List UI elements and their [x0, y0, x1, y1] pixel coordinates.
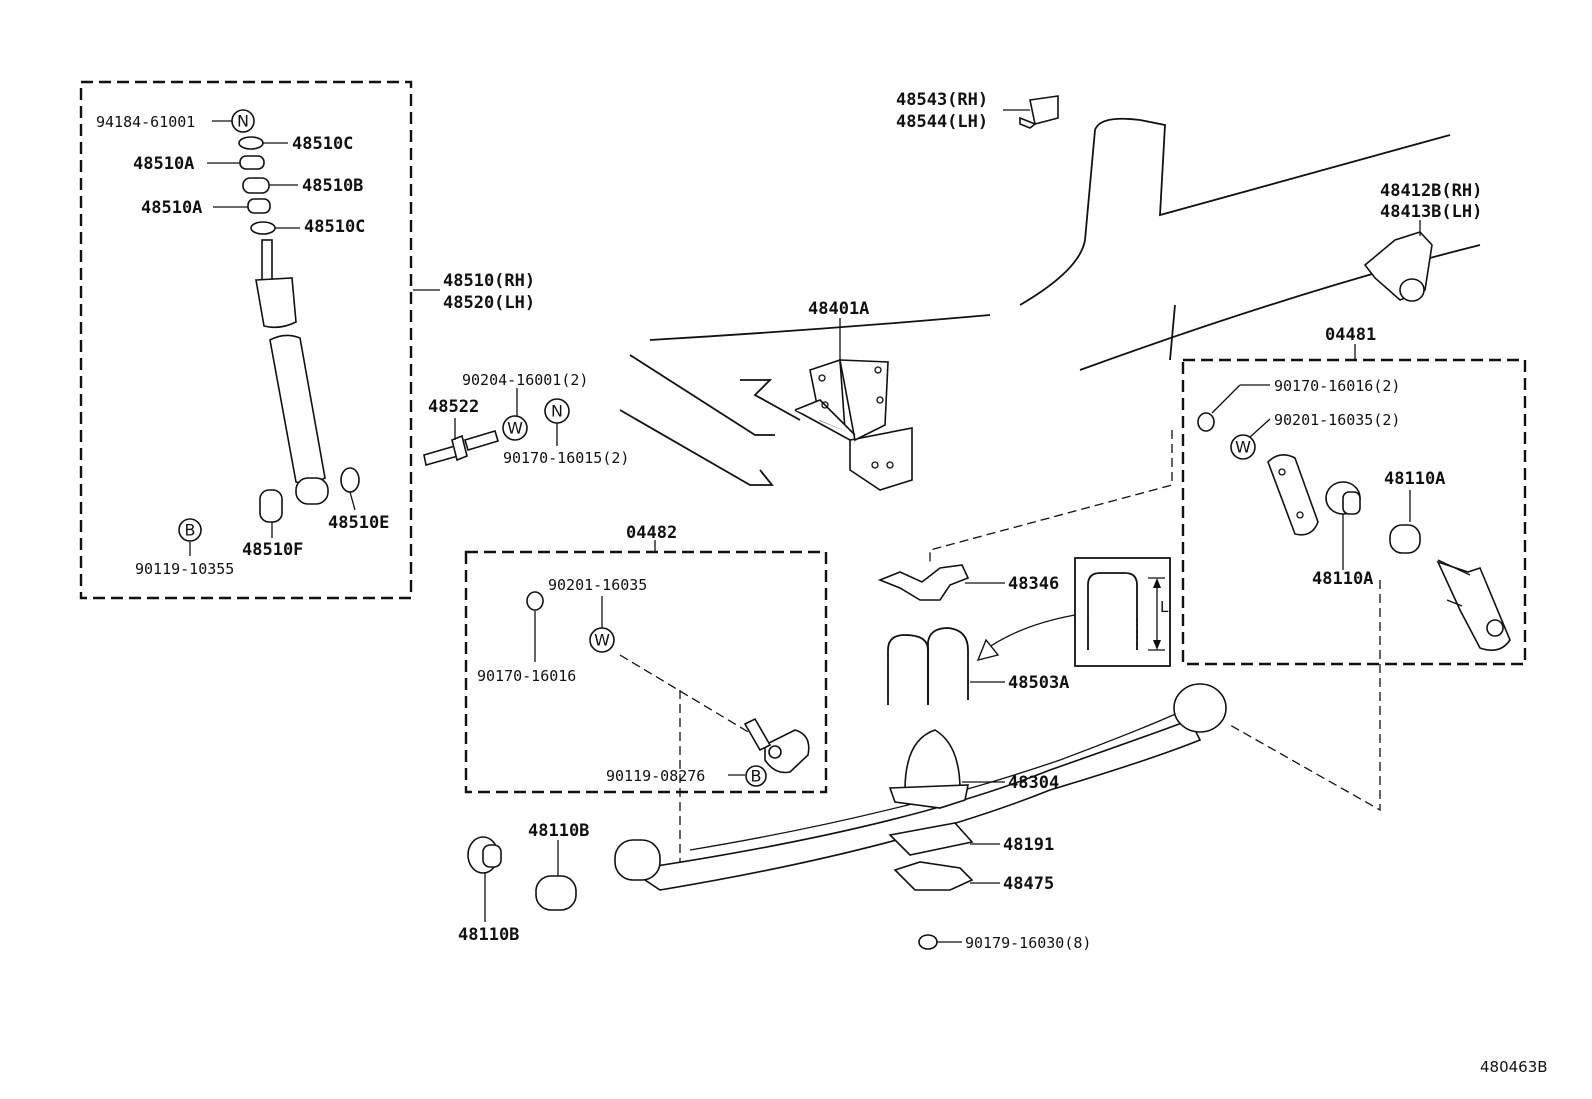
cushion-48510a-2	[247, 198, 271, 214]
label-48110b-2: 48110B	[528, 821, 589, 841]
label-90170-16015: 90170-16015(2)	[503, 449, 629, 467]
spacer-48191	[888, 822, 974, 856]
insulator-48475	[893, 861, 974, 891]
shackle-pin-plate	[743, 717, 810, 774]
bracket-48543	[1019, 95, 1059, 129]
bolt-48522	[423, 430, 499, 467]
symbol-w-1: W	[507, 419, 523, 438]
label-48401a: 48401A	[808, 299, 869, 319]
dimension-l: L	[1160, 598, 1169, 616]
cushion-48510a-1	[239, 155, 265, 170]
label-04481: 04481	[1325, 325, 1376, 345]
shackle-outer	[1436, 559, 1511, 651]
label-48110a-2: 48110A	[1312, 569, 1373, 589]
leader-90170-16016-2a	[1211, 384, 1241, 414]
label-48346: 48346	[1008, 574, 1059, 594]
leader-90201-16035-2	[1249, 418, 1271, 438]
chassis-frame	[619, 117, 1481, 486]
label-48510f: 48510F	[242, 540, 303, 560]
shock-leaders	[189, 120, 440, 556]
label-48544-lh: 48544(LH)	[896, 112, 988, 132]
shackle-plate-inner	[1267, 454, 1319, 536]
label-90179-16030: 90179-16030(8)	[965, 934, 1091, 952]
label-48510e: 48510E	[328, 513, 389, 533]
washer-48510c-top	[238, 136, 264, 150]
label-48510c-top: 48510C	[292, 134, 353, 154]
symbol-circle-n-1	[231, 109, 255, 133]
label-48475: 48475	[1003, 874, 1054, 894]
bushing-48110b-2	[535, 875, 577, 911]
symbol-circle-w-1	[502, 415, 528, 441]
label-48510c-2: 48510C	[304, 217, 365, 237]
symbol-w-3: W	[594, 631, 610, 650]
label-90201-16035-2: 90201-16035(2)	[1274, 411, 1400, 429]
bushing-48110a-2	[1389, 524, 1421, 554]
shock-rod	[261, 239, 273, 281]
nut-90170-16016-2	[1197, 412, 1215, 432]
label-94184-61001: 94184-61001	[96, 113, 195, 131]
label-90119-10355: 90119-10355	[135, 560, 234, 578]
nut-90179-16030	[918, 934, 938, 950]
shock-upper-body	[255, 277, 297, 329]
cushion-48510b	[242, 177, 270, 194]
spring-seat-48304	[888, 729, 969, 809]
symbol-circle-b-2	[745, 765, 767, 787]
label-04482: 04482	[626, 523, 677, 543]
diagram-reference-code: 480463B	[1480, 1058, 1548, 1076]
detail-arrow	[984, 614, 1076, 651]
spacer-kit-box-04482	[464, 550, 828, 794]
label-48510a-1: 48510A	[133, 154, 194, 174]
symbol-n-1: N	[237, 112, 249, 131]
u-bolt-detail	[1074, 557, 1171, 667]
label-90170-16016-2: 90170-16016(2)	[1274, 377, 1400, 395]
bushing-48110a-1	[1325, 481, 1361, 515]
bushing-48110b-1	[467, 836, 502, 874]
label-48304: 48304	[1008, 773, 1059, 793]
leaf-spring	[614, 683, 1227, 891]
label-48543-rh: 48543(RH)	[896, 90, 988, 110]
label-48520-lh: 48520(LH)	[443, 293, 535, 313]
bracket-48346	[877, 564, 970, 601]
washer-48510c-2	[250, 221, 276, 235]
assembly-dashed-lines	[619, 430, 1381, 880]
shock-lower-body	[269, 334, 326, 485]
shock-absorber-group-box	[79, 80, 413, 600]
bushing-48510f	[259, 489, 283, 523]
hanger-48412b	[1363, 231, 1433, 302]
label-48522: 48522	[428, 397, 479, 417]
label-48110b-1: 48110B	[458, 925, 519, 945]
symbol-circle-b-1	[178, 518, 202, 542]
nut-90170-16016	[526, 591, 544, 611]
shock-eye	[295, 477, 329, 505]
symbol-w-2: W	[1235, 438, 1251, 457]
label-90119-08276: 90119-08276	[606, 767, 705, 785]
label-48510a-2: 48510A	[141, 198, 202, 218]
symbol-b-1: B	[185, 521, 196, 540]
label-90170-16016: 90170-16016	[477, 667, 576, 685]
label-48110a-1: 48110A	[1384, 469, 1445, 489]
symbol-circle-w-3	[589, 627, 615, 653]
washer-48510e	[340, 467, 360, 493]
u-bolts-48503a	[887, 627, 969, 705]
label-48413b-lh: 48413B(LH)	[1380, 202, 1482, 222]
symbol-b-2: B	[751, 767, 762, 786]
bracket-48401a	[794, 358, 913, 491]
symbol-n-2: N	[551, 402, 563, 421]
label-48510b: 48510B	[302, 176, 363, 196]
detail-arrow-head	[976, 638, 1000, 662]
label-90201-16035: 90201-16035	[548, 576, 647, 594]
symbol-circle-w-2	[1230, 434, 1256, 460]
shackle-kit-box-04481	[1181, 358, 1527, 666]
label-90204-16001: 90204-16001(2)	[462, 371, 588, 389]
label-48503a: 48503A	[1008, 673, 1069, 693]
label-48412b-rh: 48412B(RH)	[1380, 181, 1482, 201]
label-48191: 48191	[1003, 835, 1054, 855]
label-48510-rh: 48510(RH)	[443, 271, 535, 291]
shock-absorber	[238, 136, 360, 523]
